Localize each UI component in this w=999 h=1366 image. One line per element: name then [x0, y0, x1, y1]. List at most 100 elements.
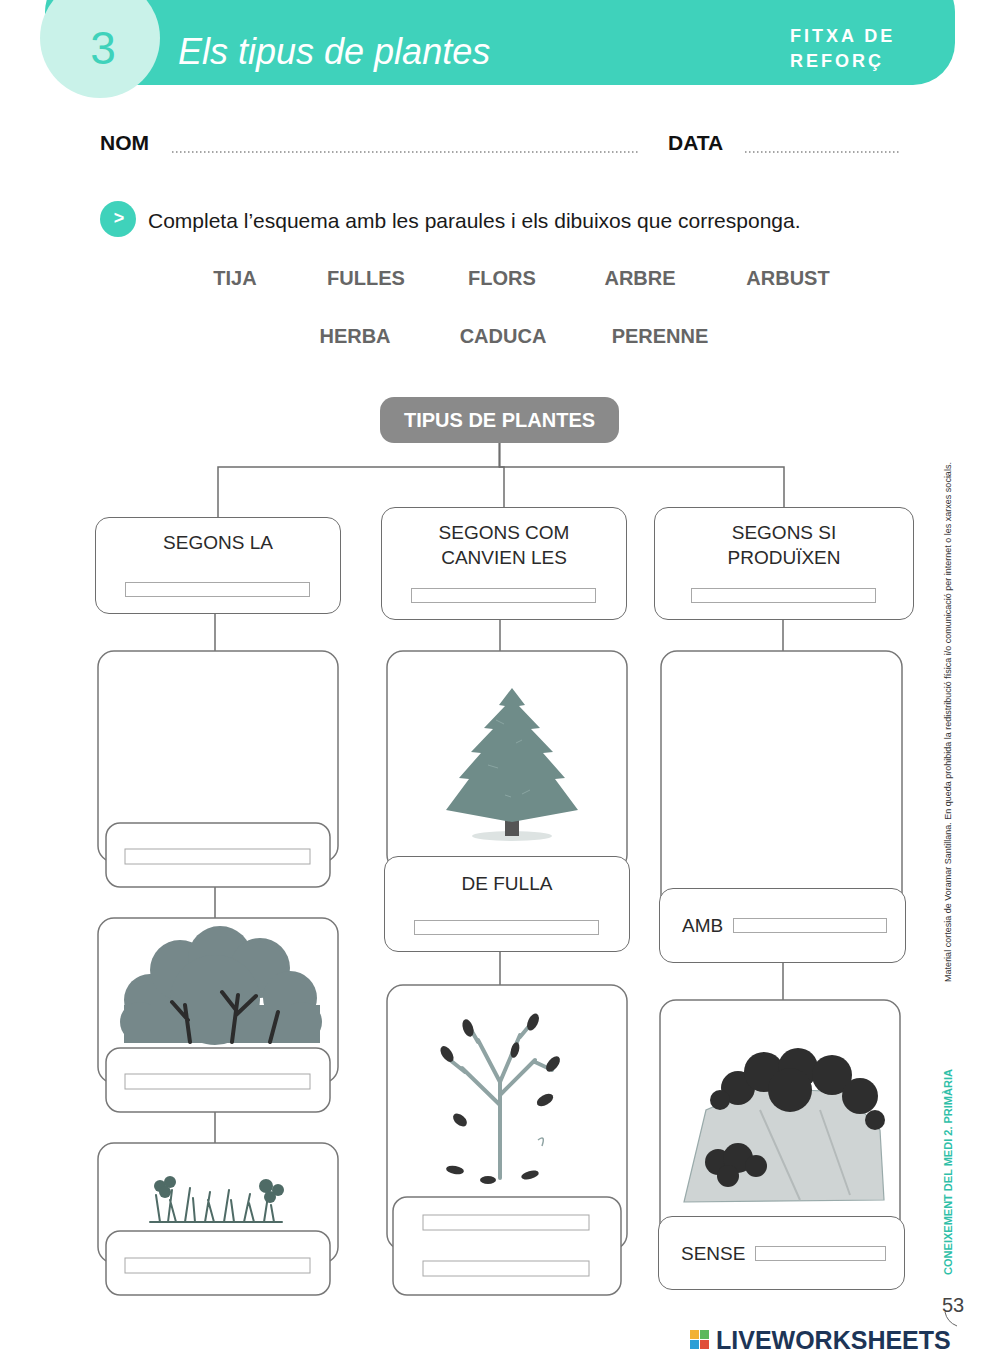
- worksheet-title: Els tipus de plantes: [178, 32, 490, 72]
- answer-box: [106, 1048, 330, 1112]
- grass-illustration: [154, 1176, 284, 1203]
- tree-line: [499, 952, 501, 985]
- logo-squares: [690, 1330, 709, 1349]
- header-band: [40, 0, 160, 98]
- word-bank: ARBUST: [746, 267, 829, 290]
- sheet-type: FITXA DE REFORÇ: [790, 24, 930, 74]
- answer-field: [755, 1246, 886, 1261]
- conifer-illustration: [446, 688, 578, 822]
- word-bank: HERBA: [319, 325, 390, 348]
- tree-line: [782, 963, 784, 1000]
- dotted-line: [745, 151, 900, 152]
- conifer-illustration: [446, 688, 578, 841]
- word-bank: FLORS: [468, 267, 536, 290]
- word-bank: CADUCA: [460, 325, 547, 348]
- bush-illustration: [172, 992, 278, 1042]
- moss-rock-illustration: [865, 1110, 885, 1130]
- answer-box: [106, 1231, 330, 1295]
- logo-squares: [700, 1330, 709, 1339]
- bullet-circle: [100, 201, 136, 237]
- deciduous-tree-illustration: [509, 1041, 521, 1059]
- category-box: SEGONS SI PRODUÏXEN: [654, 507, 914, 620]
- grass-illustration: [156, 1188, 274, 1222]
- picture-box: [660, 1000, 900, 1250]
- moss-rock-illustration: [717, 1165, 739, 1187]
- answer-field: [125, 849, 310, 864]
- word-bank: FULLES: [327, 267, 405, 290]
- tree-line: [214, 887, 216, 918]
- box-text: DE FULLA: [385, 871, 629, 896]
- deciduous-tree-illustration: [520, 1169, 539, 1181]
- dotted-line: [172, 151, 900, 152]
- bush-illustration: [120, 926, 322, 1045]
- answer-field: [125, 1074, 310, 1089]
- answer-box: SENSE: [658, 1216, 905, 1290]
- moss-rock-illustration: [760, 1110, 850, 1200]
- instruction: Completa l’esquema amb les paraules i el…: [148, 209, 801, 233]
- logo-squares: [690, 1340, 699, 1349]
- dotted-line: [172, 151, 640, 152]
- logo-squares: [700, 1340, 709, 1349]
- deciduous-tree-illustration: [535, 1091, 556, 1109]
- moss-rock-illustration: [842, 1078, 878, 1114]
- deciduous-tree-illustration: [543, 1054, 562, 1074]
- moss-rock-illustration: [745, 1155, 767, 1177]
- conifer-illustration: [488, 720, 530, 797]
- box-text: AMB: [682, 913, 723, 938]
- deciduous-tree-illustration: [438, 1044, 457, 1064]
- answer-box: DE FULLA: [384, 856, 630, 952]
- deciduous-tree-illustration: [538, 1138, 543, 1146]
- header-band: [45, 0, 955, 85]
- deciduous-tree-illustration: [438, 1012, 563, 1184]
- word-bank: ARBRE: [604, 267, 675, 290]
- book-title: CONEIXEMENT DEL MEDI 2. PRIMÀRIA: [942, 1069, 954, 1275]
- grass-illustration: [150, 1221, 282, 1223]
- deciduous-tree-illustration: [460, 1018, 476, 1038]
- box-text: SEGONS COM CANVIEN LES: [419, 520, 589, 570]
- conifer-illustration: [488, 720, 530, 797]
- tree-line: [214, 614, 216, 651]
- box-text: SEGONS SI PRODUÏXEN: [699, 520, 869, 570]
- bush-illustration: [124, 1005, 320, 1043]
- deciduous-tree-illustration: [480, 1176, 496, 1184]
- tree-line: [782, 620, 784, 651]
- bush-illustration: [120, 926, 322, 1045]
- word-bank: PERENNE: [612, 325, 709, 348]
- tree-line: [214, 1112, 216, 1143]
- moss-rock-illustration: [768, 1068, 812, 1112]
- grass-illustration: [259, 1179, 273, 1193]
- page-number: 53: [942, 1294, 964, 1317]
- header-band: [40, 0, 955, 98]
- moss-rock-illustration: [710, 1090, 730, 1110]
- moss-rock-illustration: [705, 1048, 885, 1187]
- deciduous-tree-illustration: [451, 1111, 470, 1129]
- deciduous-tree-illustration: [450, 1025, 552, 1178]
- category-box: SEGONS COM CANVIEN LES: [381, 507, 627, 620]
- unit-number: 3: [90, 21, 116, 75]
- answer-field: [423, 1215, 589, 1230]
- bullet-symbol: >: [114, 208, 125, 229]
- answer-box: [106, 823, 330, 887]
- field-label: NOM: [100, 131, 149, 155]
- field-label: DATA: [668, 131, 723, 155]
- answer-field: [125, 1258, 310, 1273]
- answer-field: [733, 918, 887, 933]
- tree-line: [499, 620, 501, 651]
- box-text: TIPUS DE PLANTES: [404, 408, 595, 433]
- bush-illustration: [172, 992, 278, 1042]
- answer-field: [125, 582, 310, 597]
- picture-box: [387, 651, 627, 871]
- answer-field: [411, 588, 596, 603]
- answer-field: [414, 920, 599, 935]
- logo-squares: [690, 1330, 699, 1339]
- answer-box: [393, 1197, 621, 1295]
- deciduous-tree-illustration: [450, 1025, 552, 1178]
- answer-box: AMB: [659, 888, 906, 963]
- deciduous-tree-illustration: [438, 1012, 563, 1184]
- connector-line: [500, 443, 785, 507]
- category-box: SEGONS LA: [95, 517, 341, 614]
- copyright-note: Material cortesia de Voramar Santillana.…: [943, 462, 953, 982]
- box-text: SENSE: [681, 1241, 745, 1266]
- moss-rock-illustration: [684, 1048, 885, 1202]
